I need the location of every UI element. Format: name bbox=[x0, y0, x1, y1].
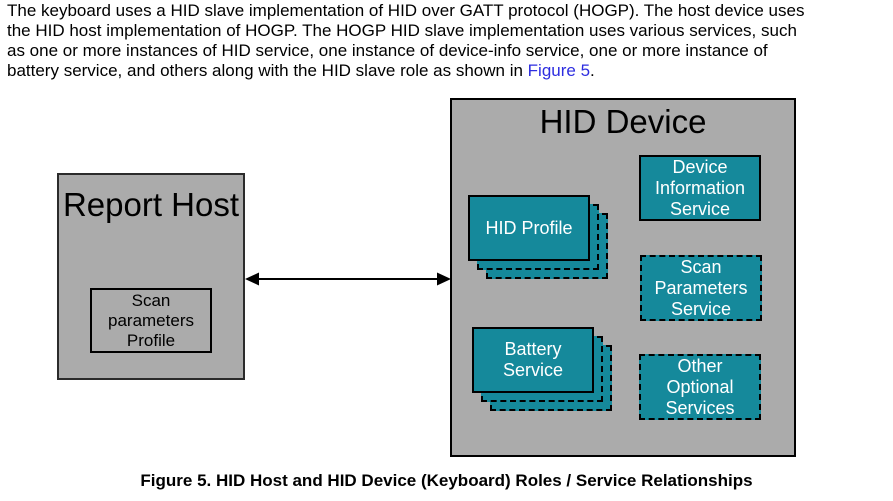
paragraph-text: . bbox=[590, 61, 595, 80]
scan-parameters-service-box: Scan Parameters Service bbox=[640, 255, 762, 321]
report-host-box: Report Host Scan parameters Profile bbox=[57, 173, 245, 380]
figure-caption: Figure 5. HID Host and HID Device (Keybo… bbox=[140, 471, 753, 490]
report-host-title: Report Host bbox=[62, 186, 240, 223]
body-paragraph: The keyboard uses a HID slave implementa… bbox=[7, 1, 804, 81]
device-information-service-box: Device Information Service bbox=[639, 155, 761, 221]
battery-service-box: Battery Service bbox=[472, 327, 594, 393]
paragraph-text: battery service, and others along with t… bbox=[7, 61, 528, 80]
hid-profile-box: HID Profile bbox=[468, 195, 590, 261]
paragraph-line: The keyboard uses a HID slave implementa… bbox=[7, 1, 805, 20]
paragraph-line: battery service, and others along with t… bbox=[7, 61, 804, 81]
hid-device-title: HID Device bbox=[539, 103, 707, 140]
battery-service-stack: Battery Service bbox=[472, 327, 614, 413]
paragraph-line: the HID host implementation of HOGP. The… bbox=[7, 21, 797, 40]
figure-5-link[interactable]: Figure 5 bbox=[527, 61, 591, 80]
other-optional-services-box: Other Optional Services bbox=[639, 354, 761, 420]
paragraph-line: as one or more instances of HID service,… bbox=[7, 41, 768, 60]
scan-parameters-profile-box: Scan parameters Profile bbox=[90, 288, 212, 353]
hid-device-box: HID Device HID Profile Device Informatio… bbox=[450, 98, 796, 457]
hid-profile-stack: HID Profile bbox=[468, 195, 610, 281]
bidirectional-arrow-icon bbox=[245, 272, 451, 286]
